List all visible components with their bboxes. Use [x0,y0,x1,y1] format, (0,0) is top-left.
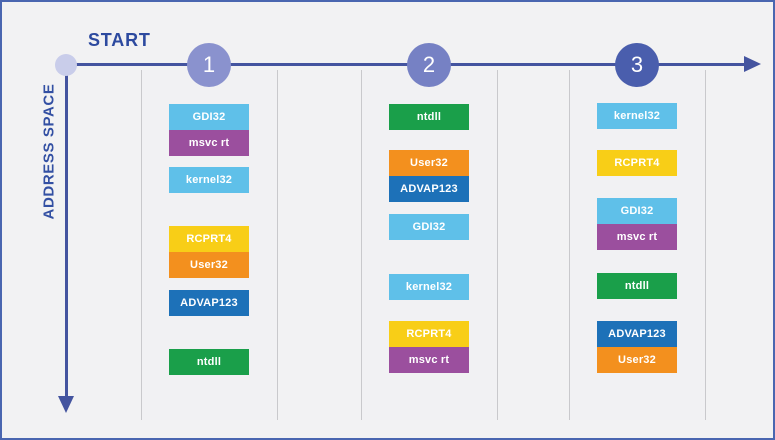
module-block-advap123: ADVAP123 [597,321,677,347]
module-block-user32: User32 [389,150,469,176]
module-block-ntdll: ntdll [389,104,469,130]
module-block-user32: User32 [169,252,249,278]
module-block-msvc-rt: msvc rt [389,347,469,373]
module-block-gdi32: GDI32 [597,198,677,224]
address-space-axis-line [65,64,68,397]
timeline-arrow-right-icon [744,56,761,72]
step-circle-1: 1 [187,43,231,87]
module-block-gdi32: GDI32 [389,214,469,240]
step-circle-3: 3 [615,43,659,87]
module-block-ntdll: ntdll [597,273,677,299]
module-block-msvc-rt: msvc rt [169,130,249,156]
module-block-kernel32: kernel32 [597,103,677,129]
module-block-rcprt4: RCPRT4 [389,321,469,347]
module-block-advap123: ADVAP123 [169,290,249,316]
address-space-arrow-down-icon [58,396,74,413]
address-space-axis-label: ADDRESS SPACE [40,83,58,220]
step-circle-2: 2 [407,43,451,87]
start-label: START [88,30,151,50]
module-block-user32: User32 [597,347,677,373]
module-block-kernel32: kernel32 [169,167,249,193]
module-block-ntdll: ntdll [169,349,249,375]
start-dot-icon [55,54,77,76]
module-block-advap123: ADVAP123 [389,176,469,202]
module-block-rcprt4: RCPRT4 [597,150,677,176]
module-block-gdi32: GDI32 [169,104,249,130]
module-block-kernel32: kernel32 [389,274,469,300]
module-block-msvc-rt: msvc rt [597,224,677,250]
timeline-line [66,63,746,66]
module-block-rcprt4: RCPRT4 [169,226,249,252]
